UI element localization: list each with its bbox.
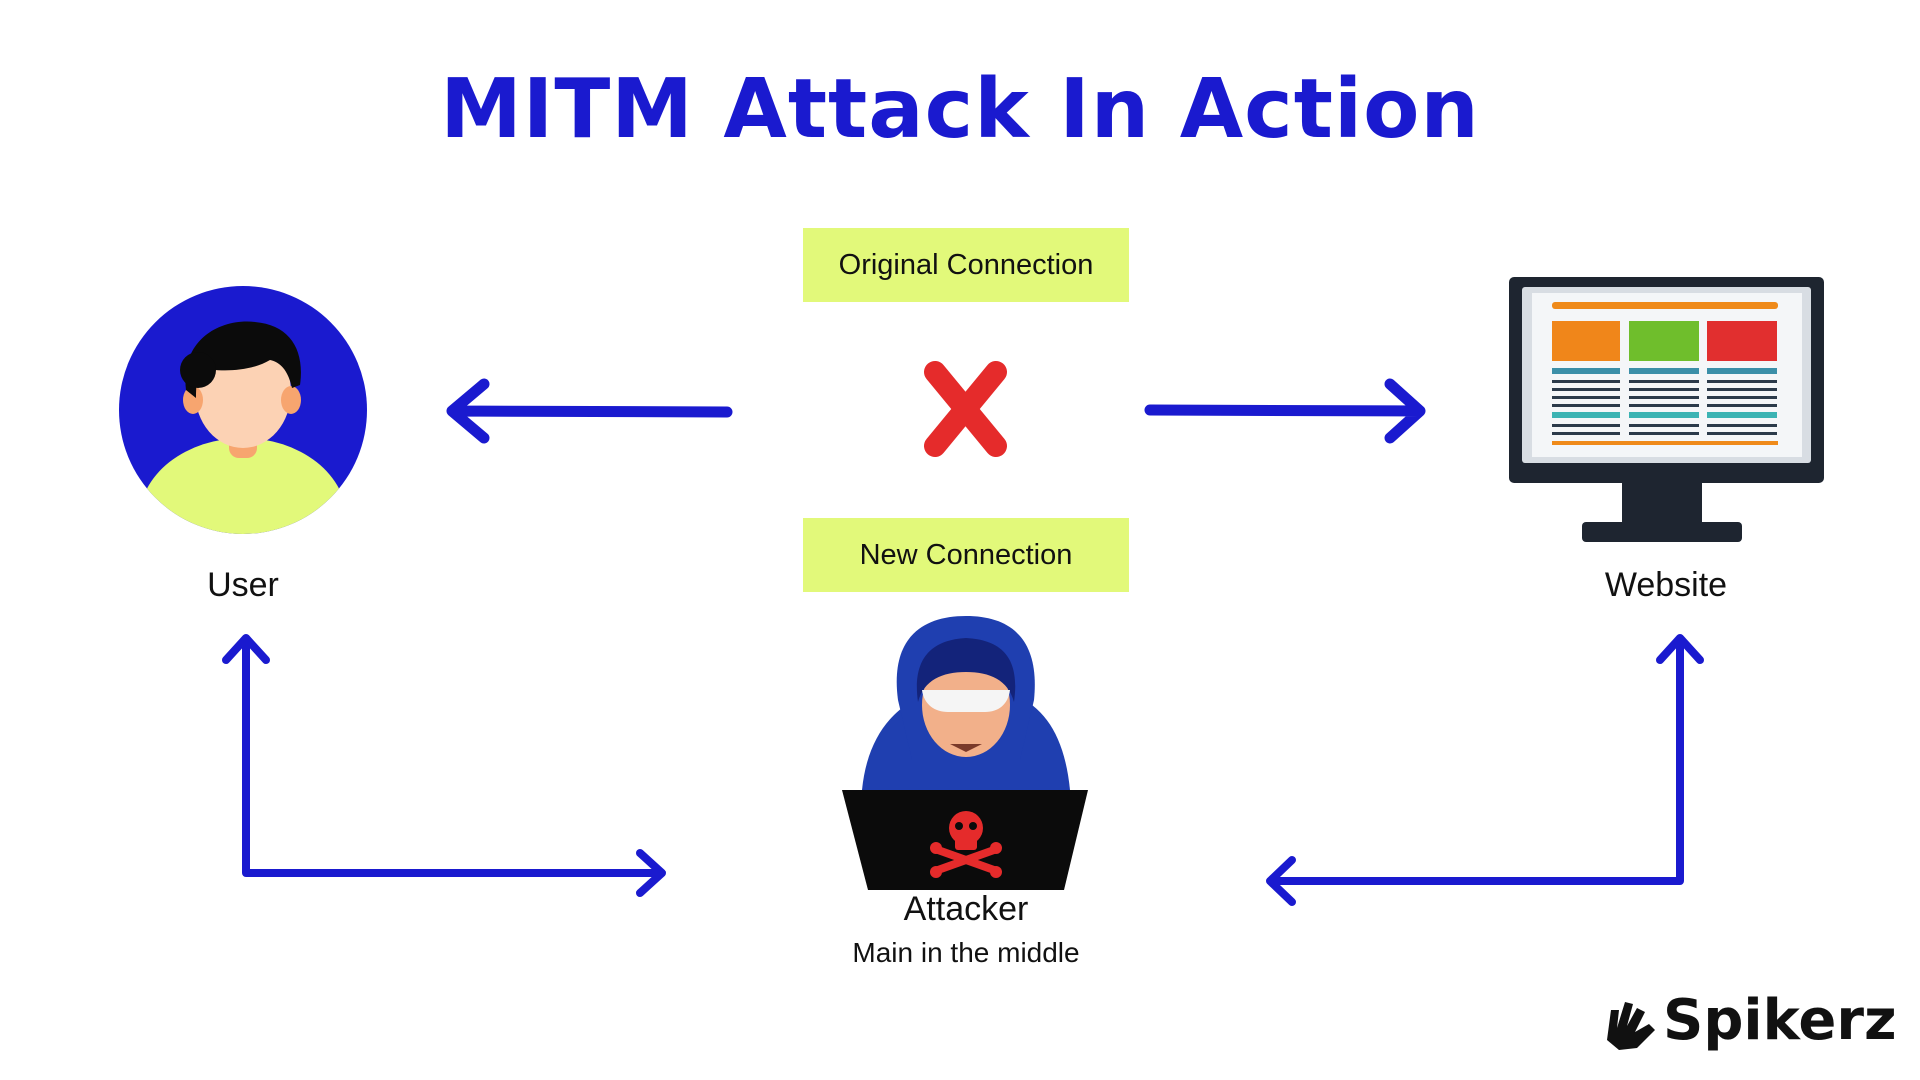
- arrow-attacker-website: [1266, 634, 1704, 906]
- arrow-to-user: [446, 378, 733, 444]
- diagram-title: MITM Attack In Action: [440, 62, 1480, 157]
- brand-logo: Spikerz: [1601, 986, 1897, 1056]
- blocked-x-icon: [924, 361, 1007, 457]
- new-connection-label: New Connection: [859, 538, 1073, 571]
- hand-icon: [1607, 1002, 1655, 1050]
- original-connection-label: Original Connection: [838, 248, 1094, 281]
- arrow-user-attacker: [222, 634, 666, 897]
- new-connection-tag: New Connection: [803, 518, 1129, 592]
- brand-name: Spikerz: [1663, 988, 1897, 1053]
- attacker-label: Attacker: [903, 890, 1029, 928]
- arrow-to-website: [1144, 378, 1426, 444]
- original-connection-tag: Original Connection: [803, 228, 1129, 302]
- user-label: User: [207, 566, 279, 604]
- attacker-sublabel: Main in the middle: [852, 937, 1080, 968]
- website-label: Website: [1604, 566, 1728, 604]
